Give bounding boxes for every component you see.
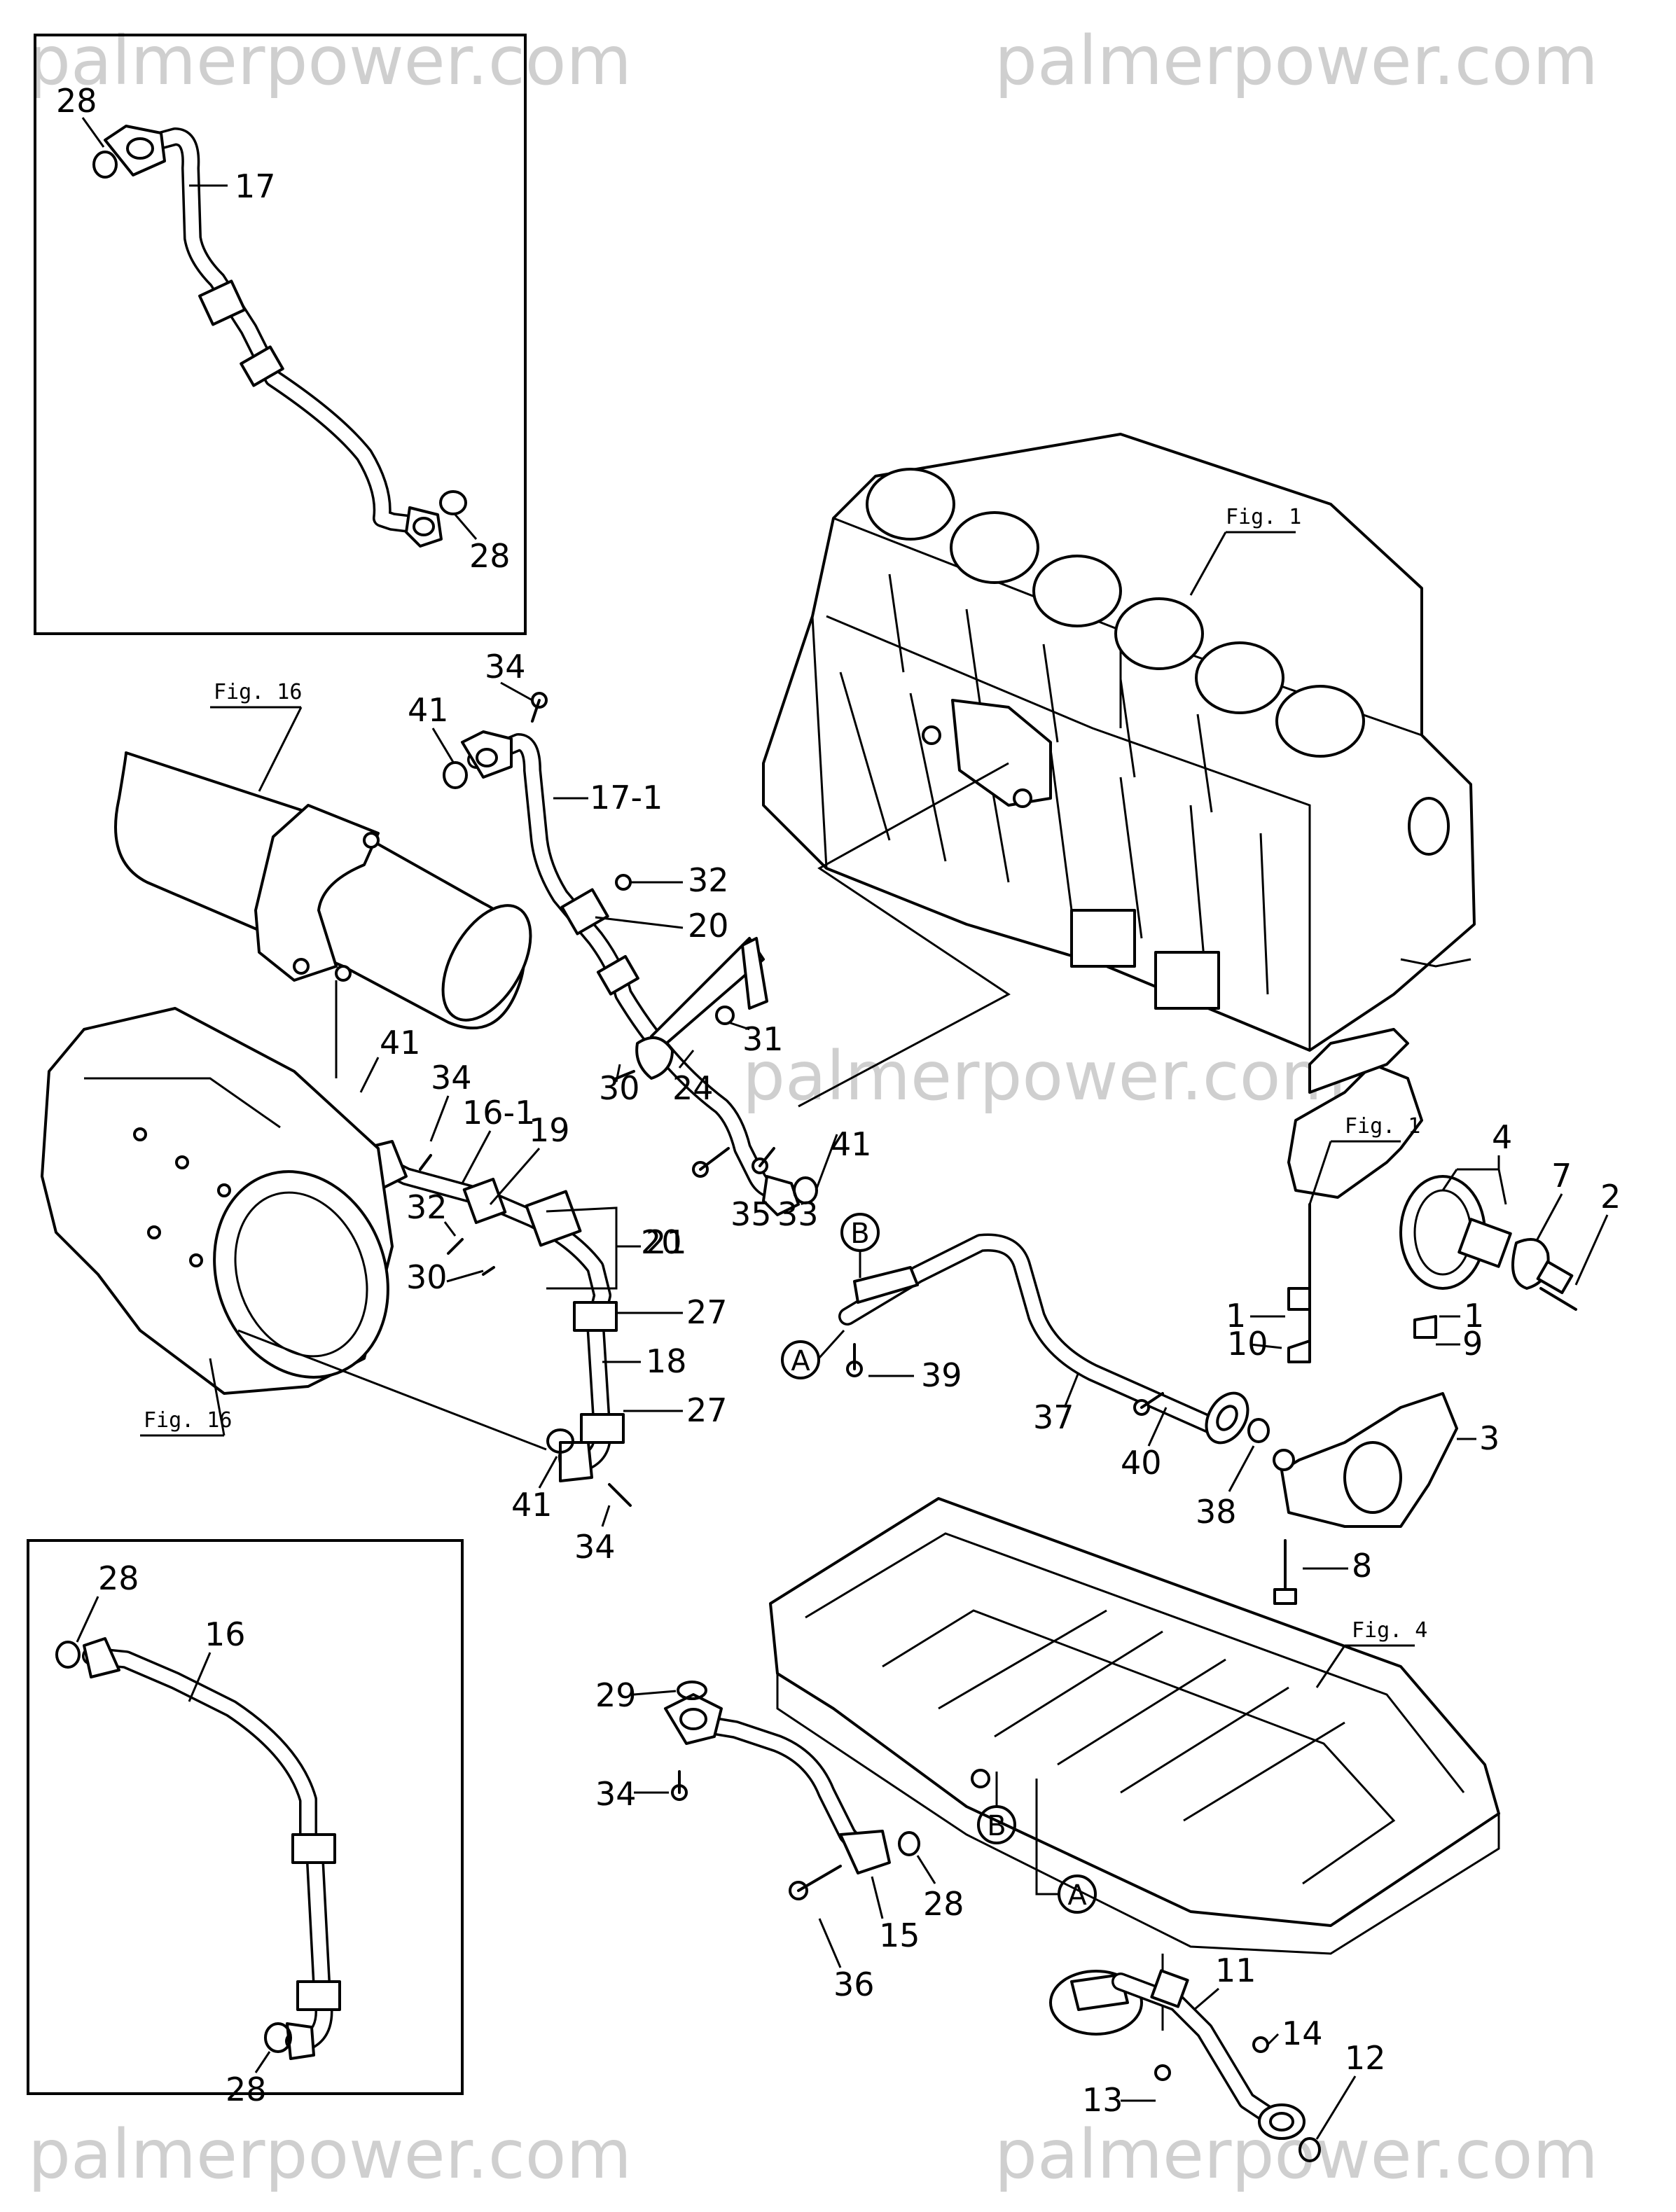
callout-label: 17 xyxy=(235,167,276,205)
o-ring-28-icon xyxy=(92,151,118,179)
figure-ref: Fig. 1 xyxy=(1345,1114,1420,1139)
callout-label: 34 xyxy=(431,1059,472,1097)
callout-label: 2 xyxy=(1600,1178,1621,1216)
callout-label: 16-1 xyxy=(462,1094,535,1132)
callout-label: 4 xyxy=(1492,1118,1512,1156)
section-marker-a xyxy=(781,1340,820,1379)
cylinder-block-drawing xyxy=(762,433,1476,1052)
callout-label: 41 xyxy=(380,1024,421,1062)
oil-cooler-fig16-drawing xyxy=(114,751,532,1030)
callout-label: 29 xyxy=(595,1676,637,1714)
o-ring-41-icon xyxy=(546,1428,574,1454)
callout-label: 30 xyxy=(599,1069,640,1107)
callout-label: 27 xyxy=(686,1391,728,1429)
oil-pipe-16-drawing xyxy=(82,1637,341,2060)
callout-label: 38 xyxy=(1196,1493,1237,1531)
watermark: palmerpower.com xyxy=(28,22,632,100)
callout-label: 24 xyxy=(672,1069,714,1107)
inset-box-bottom xyxy=(27,1539,464,2095)
figure-ref: Fig. 4 xyxy=(1352,1618,1427,1643)
inset-box-top xyxy=(34,34,527,635)
oil-pipe-17-1-drawing xyxy=(461,692,800,1216)
callout-label: 28 xyxy=(469,537,511,575)
callout-label: 20 xyxy=(688,907,729,945)
callout-label: 16 xyxy=(205,1615,246,1653)
callout-label: 28 xyxy=(923,1885,964,1923)
section-marker-label: A xyxy=(791,1345,810,1377)
o-ring-12-icon xyxy=(1298,2137,1321,2162)
oil-pan-fig4-drawing xyxy=(769,1497,1500,1955)
section-markers: B A B A xyxy=(781,1213,1097,1914)
callout-label: 8 xyxy=(1352,1547,1372,1585)
o-ring-28-icon xyxy=(898,1831,920,1856)
callout-label: 41 xyxy=(408,691,449,729)
callout-label: 39 xyxy=(921,1356,962,1394)
callout-label: 1 xyxy=(1464,1297,1484,1335)
callout-label: 32 xyxy=(406,1188,448,1226)
callout-labels: 34 41 17-1 32 20 31 30 24 41 35 33 41 34… xyxy=(359,648,1621,2140)
section-marker-label: B xyxy=(850,1218,869,1250)
callout-label: 13 xyxy=(1082,2081,1123,2119)
callout-label: 12 xyxy=(1345,2039,1386,2077)
watermark: palmerpower.com xyxy=(28,2115,632,2194)
fuel-pump-fig16-drawing xyxy=(41,1007,394,1395)
oil-pipe-17-drawing xyxy=(104,125,443,548)
o-ring-41-icon xyxy=(443,761,468,789)
oil-pipe-15-drawing xyxy=(664,1693,891,1900)
callout-label: 34 xyxy=(574,1528,616,1566)
callout-label: 1 xyxy=(1226,1297,1246,1335)
watermark: palmerpower.com xyxy=(995,22,1598,100)
callout-label: 11 xyxy=(1215,1952,1256,1989)
callout-label: 41 xyxy=(831,1125,872,1163)
oil-pipe-37-drawing xyxy=(838,1233,1249,1445)
o-ring-38-icon xyxy=(1247,1418,1270,1443)
callout-label: 18 xyxy=(646,1342,687,1380)
section-marker-label: A xyxy=(1067,1879,1087,1912)
callout-label: 28 xyxy=(98,1559,139,1597)
callout-label: 10 xyxy=(1227,1325,1268,1363)
callout-label: 34 xyxy=(595,1775,637,1813)
callout-label: 21 xyxy=(646,1223,687,1261)
callout-label: 17-1 xyxy=(590,779,663,816)
callout-label: 32 xyxy=(688,861,729,899)
callout-label: 37 xyxy=(1033,1398,1074,1436)
callout-label: 28 xyxy=(56,82,97,120)
callout-label: 31 xyxy=(742,1020,784,1058)
callout-label: 41 xyxy=(511,1486,553,1524)
callout-label: 20 xyxy=(641,1223,682,1261)
figure-ref: Fig. 16 xyxy=(214,680,302,704)
oil-pump-drawing xyxy=(1273,1028,1577,1605)
callout-label: 40 xyxy=(1121,1444,1162,1482)
callout-label: 30 xyxy=(406,1258,448,1296)
o-ring-28-icon xyxy=(439,490,467,515)
section-marker-label: B xyxy=(987,1810,1006,1842)
o-ring-28-icon xyxy=(55,1641,81,1669)
callout-label: 35 xyxy=(730,1195,772,1233)
o-ring-29-icon xyxy=(677,1681,707,1700)
figure-ref: Fig. 16 xyxy=(144,1408,232,1433)
figure-ref: Fig. 1 xyxy=(1226,505,1301,529)
callout-label: 7 xyxy=(1551,1157,1572,1195)
callout-label: 28 xyxy=(226,2071,267,2108)
callout-label: 9 xyxy=(1462,1325,1483,1363)
watermark: palmerpower.com xyxy=(742,1037,1346,1115)
callout-label: 15 xyxy=(879,1917,920,1954)
callout-label: 36 xyxy=(833,1966,875,2003)
o-ring-28-icon xyxy=(264,2022,292,2053)
watermark-layer: palmerpower.com palmerpower.com palmerpo… xyxy=(28,22,1598,2194)
callout-label: 34 xyxy=(485,648,526,686)
callout-label: 3 xyxy=(1479,1419,1500,1457)
callout-label: 27 xyxy=(686,1293,728,1331)
callout-label: 19 xyxy=(529,1111,570,1149)
callout-label: 33 xyxy=(777,1195,819,1233)
callout-label: 14 xyxy=(1282,2015,1323,2052)
